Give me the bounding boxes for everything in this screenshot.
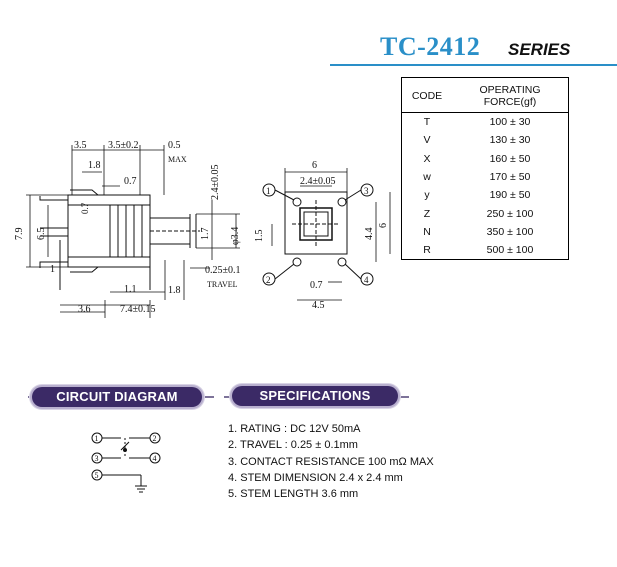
side-terminals xyxy=(39,189,151,290)
dim-1-8b-label: 1.8 xyxy=(168,285,181,296)
table-row: R 500 ± 100 xyxy=(402,241,569,260)
table-row: w 170 ± 50 xyxy=(402,168,569,186)
code-cell: T xyxy=(423,116,431,129)
spec-rating: 1. RATING : DC 12V 50mA xyxy=(228,423,361,435)
pin-3-label: 3 xyxy=(364,186,369,196)
force-cell: 350 ± 100 xyxy=(486,225,534,238)
side-view-drawing: 3.5 3.5±0.2 0.5 MAX 1.8 0.7 7.9 6.5 0.7 … xyxy=(14,140,241,318)
code-cell: Z xyxy=(423,207,431,220)
top-dim-2-4-label: 2.4±0.05 xyxy=(300,176,336,187)
table-row: N 350 ± 100 xyxy=(402,223,569,241)
code-cell: y xyxy=(424,189,430,202)
force-cell: 190 ± 50 xyxy=(489,189,531,202)
model-title: TC-2412 xyxy=(380,32,481,61)
force-cell: 130 ± 30 xyxy=(489,134,531,147)
spec-travel: 2. TRAVEL : 0.25 ± 0.1mm xyxy=(228,439,358,452)
dim-7-4-label: 7.4±0.15 xyxy=(120,304,156,315)
code-cell: V xyxy=(423,134,431,147)
code-cell: X xyxy=(423,152,431,165)
dim-1-label: 1 xyxy=(50,264,55,275)
table-header-row: CODE OPERATING FORCE(gf) xyxy=(401,77,569,113)
table-row: Z 250 ± 100 xyxy=(402,204,569,222)
circuit-pin-5: 5 xyxy=(95,471,99,480)
force-cell: 100 ± 30 xyxy=(489,116,531,129)
title-block: TC-2412 SERIES xyxy=(330,30,617,68)
dim-1-1-label: 1.1 xyxy=(124,284,137,295)
dim-6-5-label: 6.5 xyxy=(36,228,47,241)
dim-0-7-label: 0.7 xyxy=(124,176,137,187)
dim-0-5-label: 0.5 xyxy=(168,140,181,151)
circuit-diagram-header: CIRCUIT DIAGRAM xyxy=(32,387,202,407)
top-body-outline xyxy=(284,191,348,255)
circuit-pin-1: 1 xyxy=(95,434,99,443)
dim-3-5-label: 3.5 xyxy=(74,140,87,151)
specifications-list: 1. RATING : DC 12V 50mA 2. TRAVEL : 0.25… xyxy=(228,421,434,502)
dim-max-label: MAX xyxy=(168,155,187,164)
table-row: V 130 ± 30 xyxy=(402,131,569,149)
circuit-pin-4: 4 xyxy=(153,454,157,463)
top-dim-0-7-label: 0.7 xyxy=(310,280,323,291)
table-row: y 190 ± 50 xyxy=(402,186,569,204)
table-row: X 160 ± 50 xyxy=(402,150,569,168)
pin-4-label: 4 xyxy=(364,275,369,285)
spec-contact-resistance: 3. CONTACT RESISTANCE 100 mΩ MAX xyxy=(228,455,434,468)
top-dim-4-4-label: 4.4 xyxy=(364,228,375,241)
force-cell: 250 ± 100 xyxy=(486,207,534,220)
force-cell: 500 ± 100 xyxy=(486,244,534,257)
dim-1-7-label: 1.7 xyxy=(200,228,211,241)
circuit-pin-3: 3 xyxy=(95,454,99,463)
dim-0-7v-label: 0.7 xyxy=(80,202,90,214)
pin-2-label: 2 xyxy=(266,275,271,285)
top-pin-callouts xyxy=(262,183,374,286)
circuit-pin-2: 2 xyxy=(153,434,157,443)
side-stem xyxy=(149,214,200,248)
operating-force-table: CODE OPERATING FORCE(gf) T 100 ± 30 V 130 … xyxy=(401,77,569,261)
header-code: CODE xyxy=(401,77,452,113)
spec-stem-length: 5. STEM LENGTH 3.6 mm xyxy=(228,488,359,501)
top-dim-4-5-label: 4.5 xyxy=(312,300,325,310)
side-body-outline xyxy=(67,194,151,268)
side-dimension-lines xyxy=(26,145,240,318)
top-dim-1-5-label: 1.5 xyxy=(254,230,265,243)
circuit-diagram: 1 2 3 4 5 xyxy=(91,432,161,493)
table-row: T 100 ± 30 xyxy=(402,113,569,132)
pin-1-label: 1 xyxy=(266,186,271,196)
code-cell: w xyxy=(423,171,431,184)
dim-3-4-label: φ3.4 xyxy=(230,227,241,245)
series-label: SERIES xyxy=(508,40,571,59)
dim-2-4-side-label: 2.4±0.05 xyxy=(210,165,221,201)
dim-7-9-label: 7.9 xyxy=(14,228,25,241)
top-dim-6-label: 6 xyxy=(312,160,317,171)
top-dimension-lines xyxy=(271,168,391,301)
specifications-header: SPECIFICATIONS xyxy=(232,386,398,406)
code-cell: R xyxy=(423,244,431,257)
force-cell: 170 ± 50 xyxy=(489,171,531,184)
title-underline xyxy=(330,64,617,66)
dim-3-5-tol-label: 3.5±0.2 xyxy=(108,140,139,151)
code-cell: N xyxy=(423,225,431,238)
top-pins xyxy=(292,197,347,267)
header-operating-force: OPERATING FORCE(gf) xyxy=(452,77,569,113)
dim-0-25-label: 0.25±0.1 xyxy=(205,265,241,276)
dim-travel-label: TRAVEL xyxy=(207,280,238,289)
spec-stem-dimension: 4. STEM DIMENSION 2.4 x 2.4 mm xyxy=(228,471,403,484)
top-dim-6v-label: 6 xyxy=(378,223,389,228)
force-cell: 160 ± 50 xyxy=(489,152,531,165)
dim-3-6-label: 3.6 xyxy=(78,304,91,315)
dim-1-8-label: 1.8 xyxy=(88,160,101,171)
top-view-drawing: 6 2.4±0.05 1.5 4.4 6 0.7 4.5 1 3 2 4 xyxy=(254,160,391,310)
